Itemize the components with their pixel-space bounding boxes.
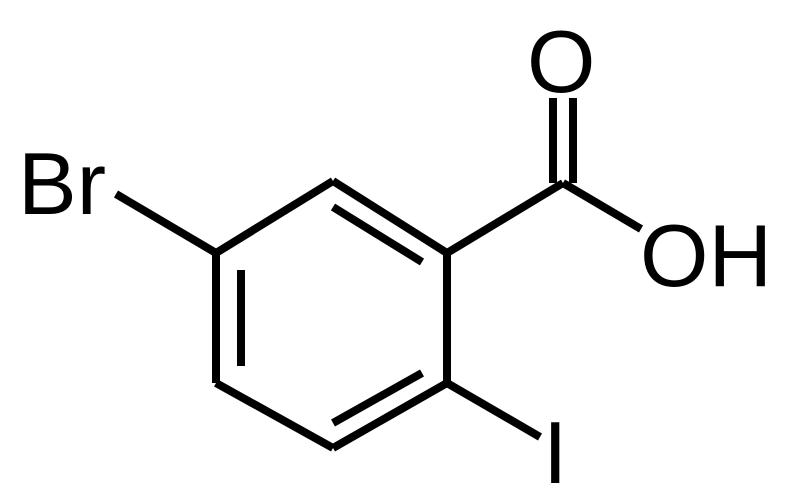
ring-bond-c3-c4 — [331, 379, 449, 452]
atom-label-hydroxyl: OH — [640, 206, 772, 305]
atom-label-bromine: Br — [18, 134, 106, 233]
ring-inner-double-bond-top — [330, 203, 425, 266]
atom-label-carbonyl-oxygen: O — [527, 12, 595, 111]
ring-bond-c1-c2 — [330, 177, 450, 257]
ring-bond-c4-c5 — [214, 379, 335, 452]
atom-label-iodine: I — [543, 403, 567, 502]
bond-ring-to-carboxyl-carbon — [444, 179, 566, 257]
benzene-ring — [212, 177, 451, 452]
bond-carboxyl-carbon-to-hydroxyl — [560, 179, 644, 233]
bond-ring-to-bromine — [113, 190, 219, 257]
bond-ring-to-iodine — [444, 379, 543, 441]
ring-inner-double-bond-bottom — [331, 369, 424, 427]
carboxylic-acid-group — [444, 98, 644, 257]
ring-bond-c6-c1 — [213, 177, 336, 257]
